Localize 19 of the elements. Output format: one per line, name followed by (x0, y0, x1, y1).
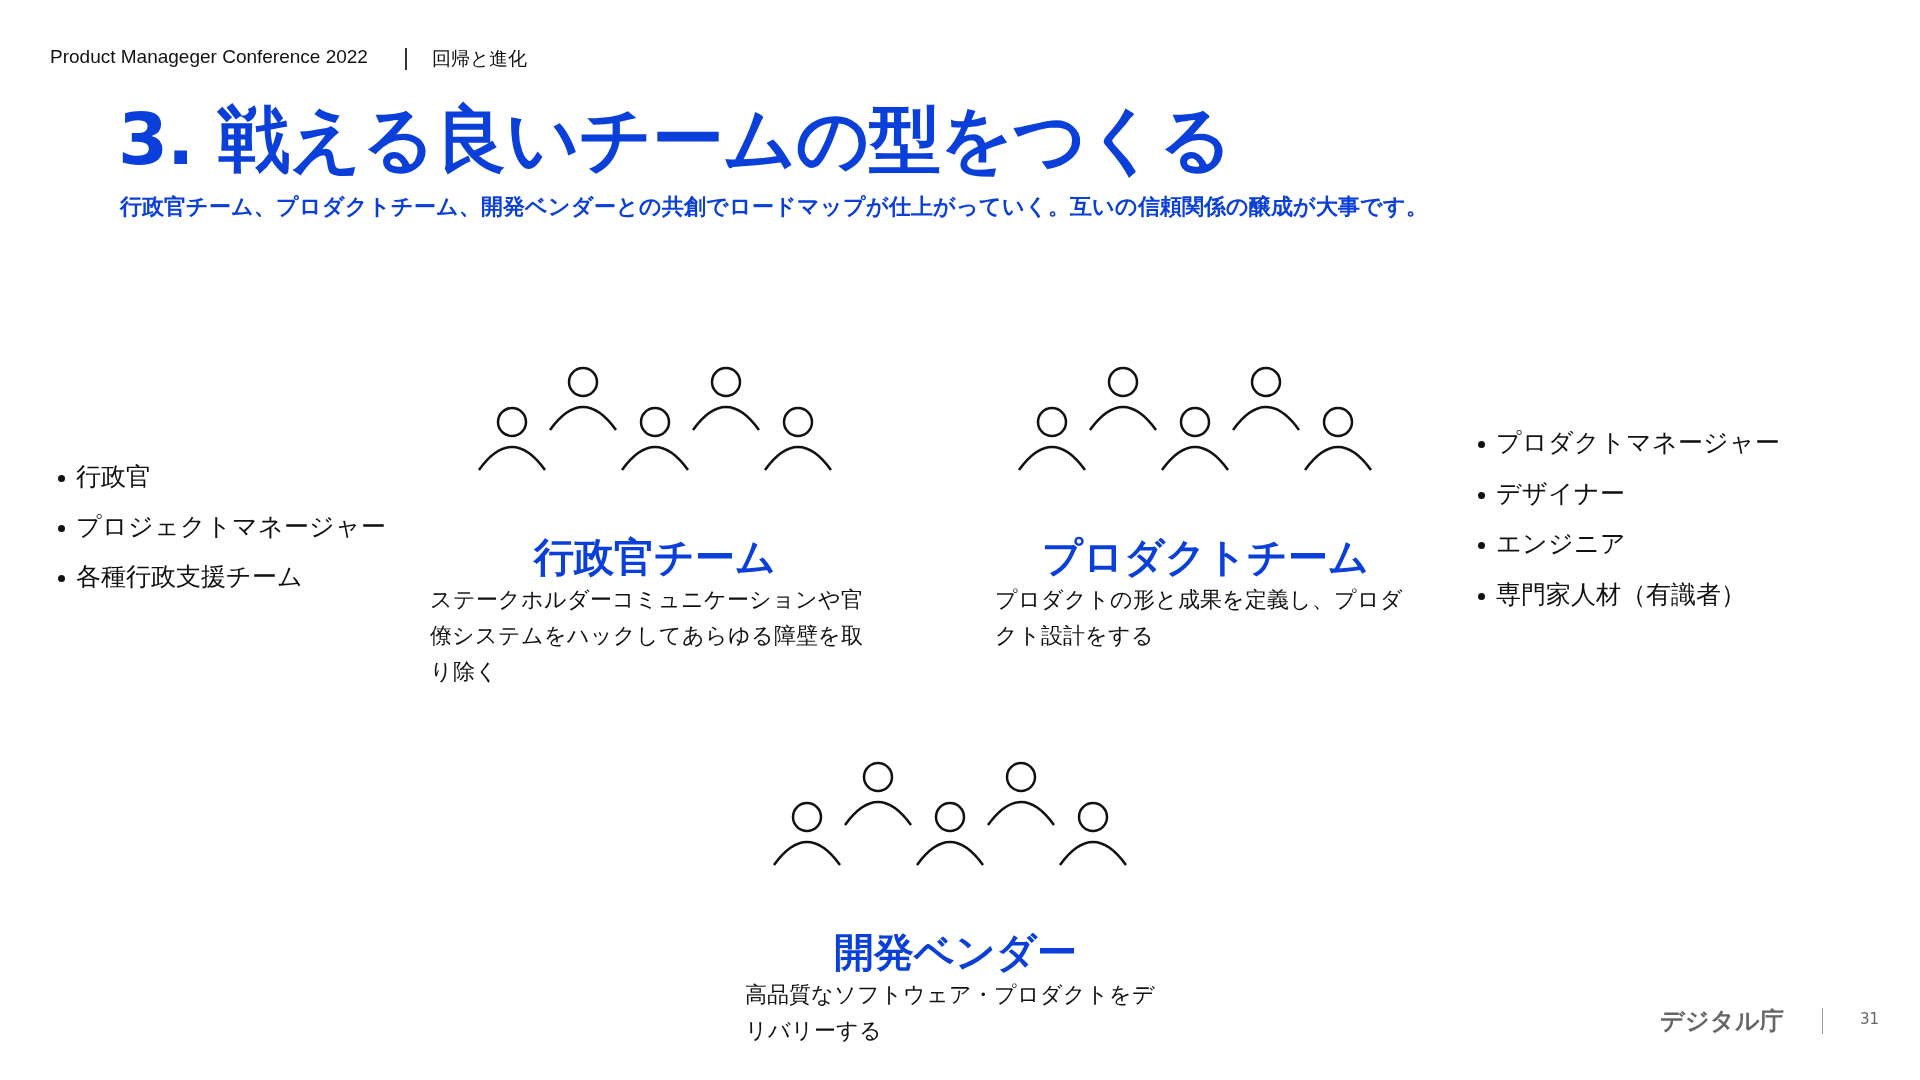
team-description: プロダクトの形と成果を定義し、プロダクト設計をする (995, 586, 1404, 650)
team-heading: 行政官チーム (532, 533, 777, 582)
bullet-item: デザイナー (1496, 478, 1625, 510)
team-description: ステークホルダーコミュニケーションや官僚システムをハックしてあらゆる障壁を取り除く (430, 586, 864, 686)
slide-title: 3. 戦える良いチームの型をつくる (118, 96, 1232, 183)
subtitle: 行政官チーム、プロダクトチーム、開発ベンダーとの共創でロードマップが仕上がっていく。互いの信頼関係の醸成が大事です。 (120, 193, 1428, 221)
bullet-item: 行政官 (76, 461, 151, 493)
header-text: Product Manageger Conference 2022 (50, 46, 368, 68)
bullet-item: 専門家人材（有識者） (1496, 579, 1746, 611)
team-description: 高品質なソフトウェア・プロダクトをデリバリーする (745, 981, 1156, 1045)
footer-text: デジタル庁 (1660, 1006, 1784, 1037)
bullet-item: 各種行政支援チーム (76, 561, 303, 593)
bullet-item: プロジェクトマネージャー (76, 511, 386, 543)
header-text: 回帰と進化 (432, 46, 527, 71)
bullet-item: プロダクトマネージャー (1496, 427, 1780, 459)
page-number: 31 (1860, 1010, 1880, 1028)
bullet-item: エンジニア (1496, 528, 1626, 560)
team-heading: プロダクトチーム (1040, 533, 1370, 582)
team-heading: 開発ベンダー (832, 928, 1078, 977)
